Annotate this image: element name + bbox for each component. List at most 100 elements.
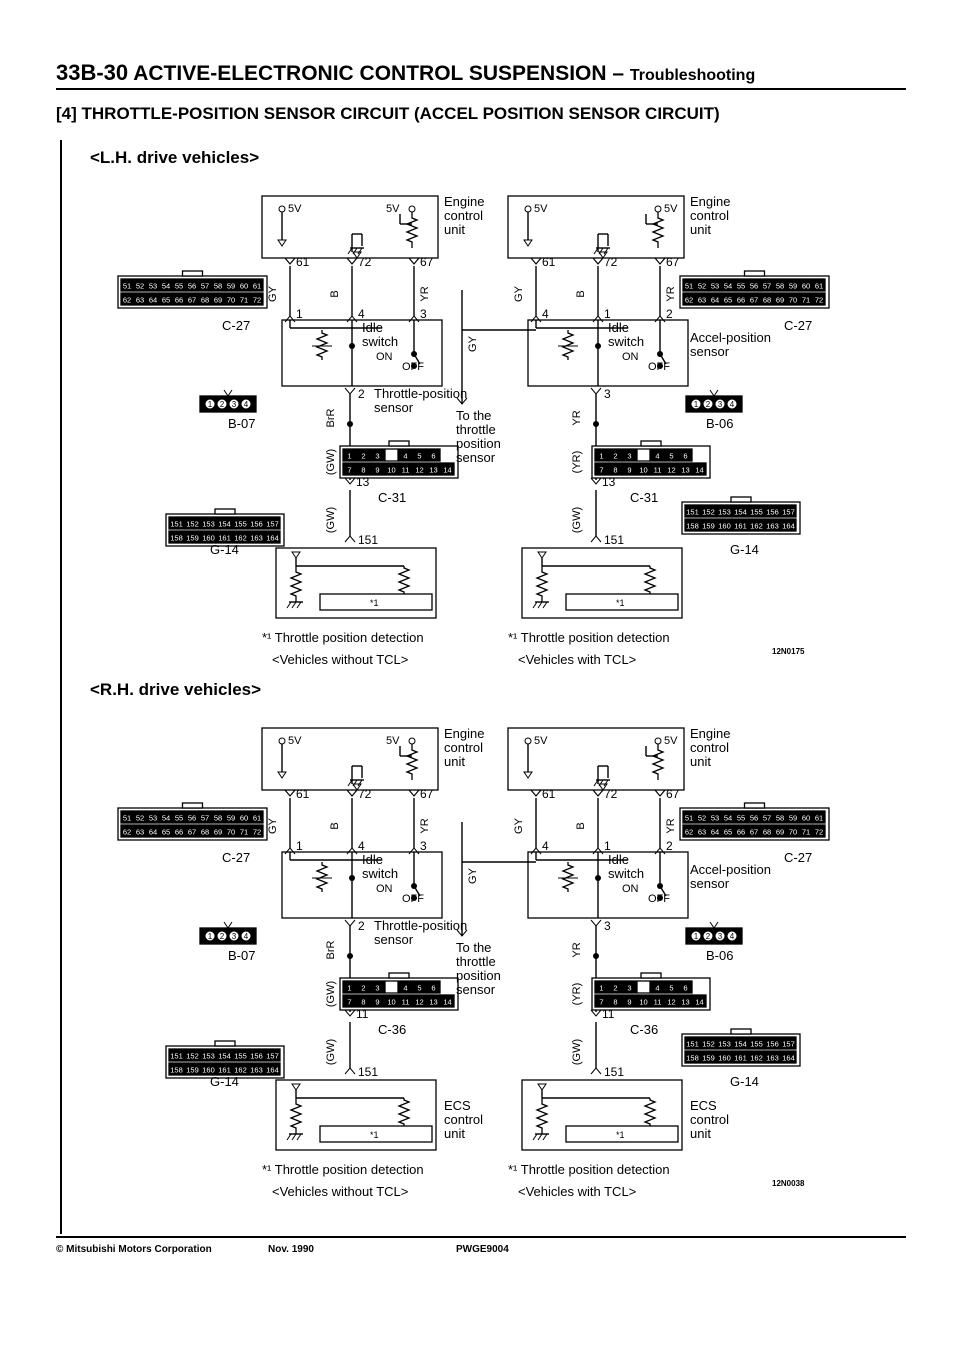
connector-cell — [760, 810, 774, 824]
junction-dot — [347, 421, 353, 427]
left-star-label: *1 — [370, 1130, 379, 1140]
connector-pin-number: 52 — [136, 814, 144, 823]
right-pin-72: 72 — [604, 787, 618, 801]
connector-cell — [692, 994, 707, 1008]
connector-cell — [168, 530, 185, 544]
right-5v-label-a: 5V — [534, 735, 548, 747]
connector-cell — [594, 980, 609, 994]
connector-pin-number: 9 — [627, 466, 631, 475]
connector-pin — [726, 398, 738, 410]
left-wire-b: B — [329, 822, 341, 829]
connector-cell — [764, 504, 781, 518]
connector-pin-number: 63 — [698, 828, 706, 837]
connector-cell — [695, 292, 709, 306]
connector-pin-number: 153 — [202, 1052, 215, 1061]
connector-pin-number: 69 — [776, 828, 784, 837]
connector-pin-number: 68 — [763, 828, 771, 837]
idle-connector-label-left: C-31 — [378, 490, 406, 505]
supply-node-icon — [524, 205, 532, 213]
note-right: *¹ Throttle position detection — [508, 1162, 670, 1177]
connector-pin-number: 1 — [599, 452, 603, 461]
left-sensor-output-pin: 2 — [358, 387, 365, 401]
connector-cell — [120, 824, 134, 838]
connector-pin-number: 51 — [123, 282, 131, 291]
pin-chevron — [590, 477, 602, 485]
connector-pin-number: 55 — [737, 814, 745, 823]
connector-cell — [622, 994, 637, 1008]
connector-cell — [264, 1048, 281, 1062]
pin-chevron — [344, 1009, 356, 1017]
connector-pin-number: 67 — [188, 828, 196, 837]
connector-pin-number: 2 — [220, 400, 225, 409]
ground-hatch — [593, 247, 599, 255]
connector-cell — [812, 810, 826, 824]
connector-pin-number: 60 — [240, 814, 248, 823]
g14-connector-right-latch — [730, 1028, 752, 1035]
connector-pin-number: 155 — [234, 1052, 247, 1061]
connector-pin-number: 2 — [613, 984, 617, 993]
connector-cell — [185, 824, 199, 838]
connector-pin-number: 72 — [815, 828, 823, 837]
connector-pin-number: 152 — [186, 520, 199, 529]
connector-cell — [159, 810, 173, 824]
connector-cell — [799, 278, 813, 292]
connector-cell — [716, 504, 733, 518]
connector-cell — [159, 824, 173, 838]
left-ecu-pullup — [405, 744, 419, 780]
connector-pin-number: 2 — [706, 400, 711, 409]
right-detect-resistor-b — [643, 1098, 657, 1126]
connector-pin-number: 69 — [776, 296, 784, 305]
g14-label-left: G-14 — [210, 542, 239, 557]
connector-pin-number: 68 — [201, 296, 209, 305]
ground-icon — [347, 779, 364, 787]
c27-connector-right-latch — [743, 270, 766, 277]
connector-cell — [342, 462, 357, 476]
connector-cell — [786, 292, 800, 306]
connector-cell — [650, 980, 665, 994]
connector-pin-number: 54 — [162, 282, 170, 291]
connector-cell — [700, 1036, 717, 1050]
connector-pin-number: 56 — [188, 814, 196, 823]
left-sensor-pin-4: 4 — [358, 307, 365, 321]
connector-pin-number: 62 — [685, 828, 693, 837]
left-ecu-box — [261, 195, 439, 259]
connector-pin-number: 2 — [220, 932, 225, 941]
connector-pin-number: 3 — [627, 984, 631, 993]
connector-cell — [185, 810, 199, 824]
connector-cell — [250, 824, 264, 838]
connector-pin-number: 69 — [214, 828, 222, 837]
connector-pin-number: 5 — [417, 452, 421, 461]
connector-cell — [168, 1048, 185, 1062]
connector-pin-number: 57 — [763, 282, 771, 291]
left-pin-72: 72 — [358, 787, 372, 801]
connector-cell — [184, 1048, 201, 1062]
connector-cell — [622, 448, 637, 462]
left-margin-bar — [60, 140, 62, 1234]
ground-icon — [286, 1133, 303, 1141]
left-potentiometer — [315, 862, 329, 892]
connector-cell — [734, 810, 748, 824]
connector-cell — [682, 824, 696, 838]
ground-hatch — [532, 601, 538, 609]
connector-pin-number: 1 — [208, 932, 213, 941]
left-wire-yr: YR — [419, 818, 431, 833]
right-wire-brr: YR — [571, 410, 583, 425]
connector-cell — [636, 462, 651, 476]
connector-pin — [204, 398, 216, 410]
connector-pin-number: 7 — [347, 998, 351, 1007]
left-star-label: *1 — [370, 598, 379, 608]
connector-pin — [702, 398, 714, 410]
connector-pin-number: 56 — [750, 282, 758, 291]
connector-pin-number: 65 — [724, 828, 732, 837]
left-sensor-box — [281, 851, 443, 919]
connector-pin-number: 13 — [429, 998, 437, 1007]
connector-cell — [708, 824, 722, 838]
connector-pin-number: 67 — [750, 296, 758, 305]
ground-hatch — [286, 601, 292, 609]
